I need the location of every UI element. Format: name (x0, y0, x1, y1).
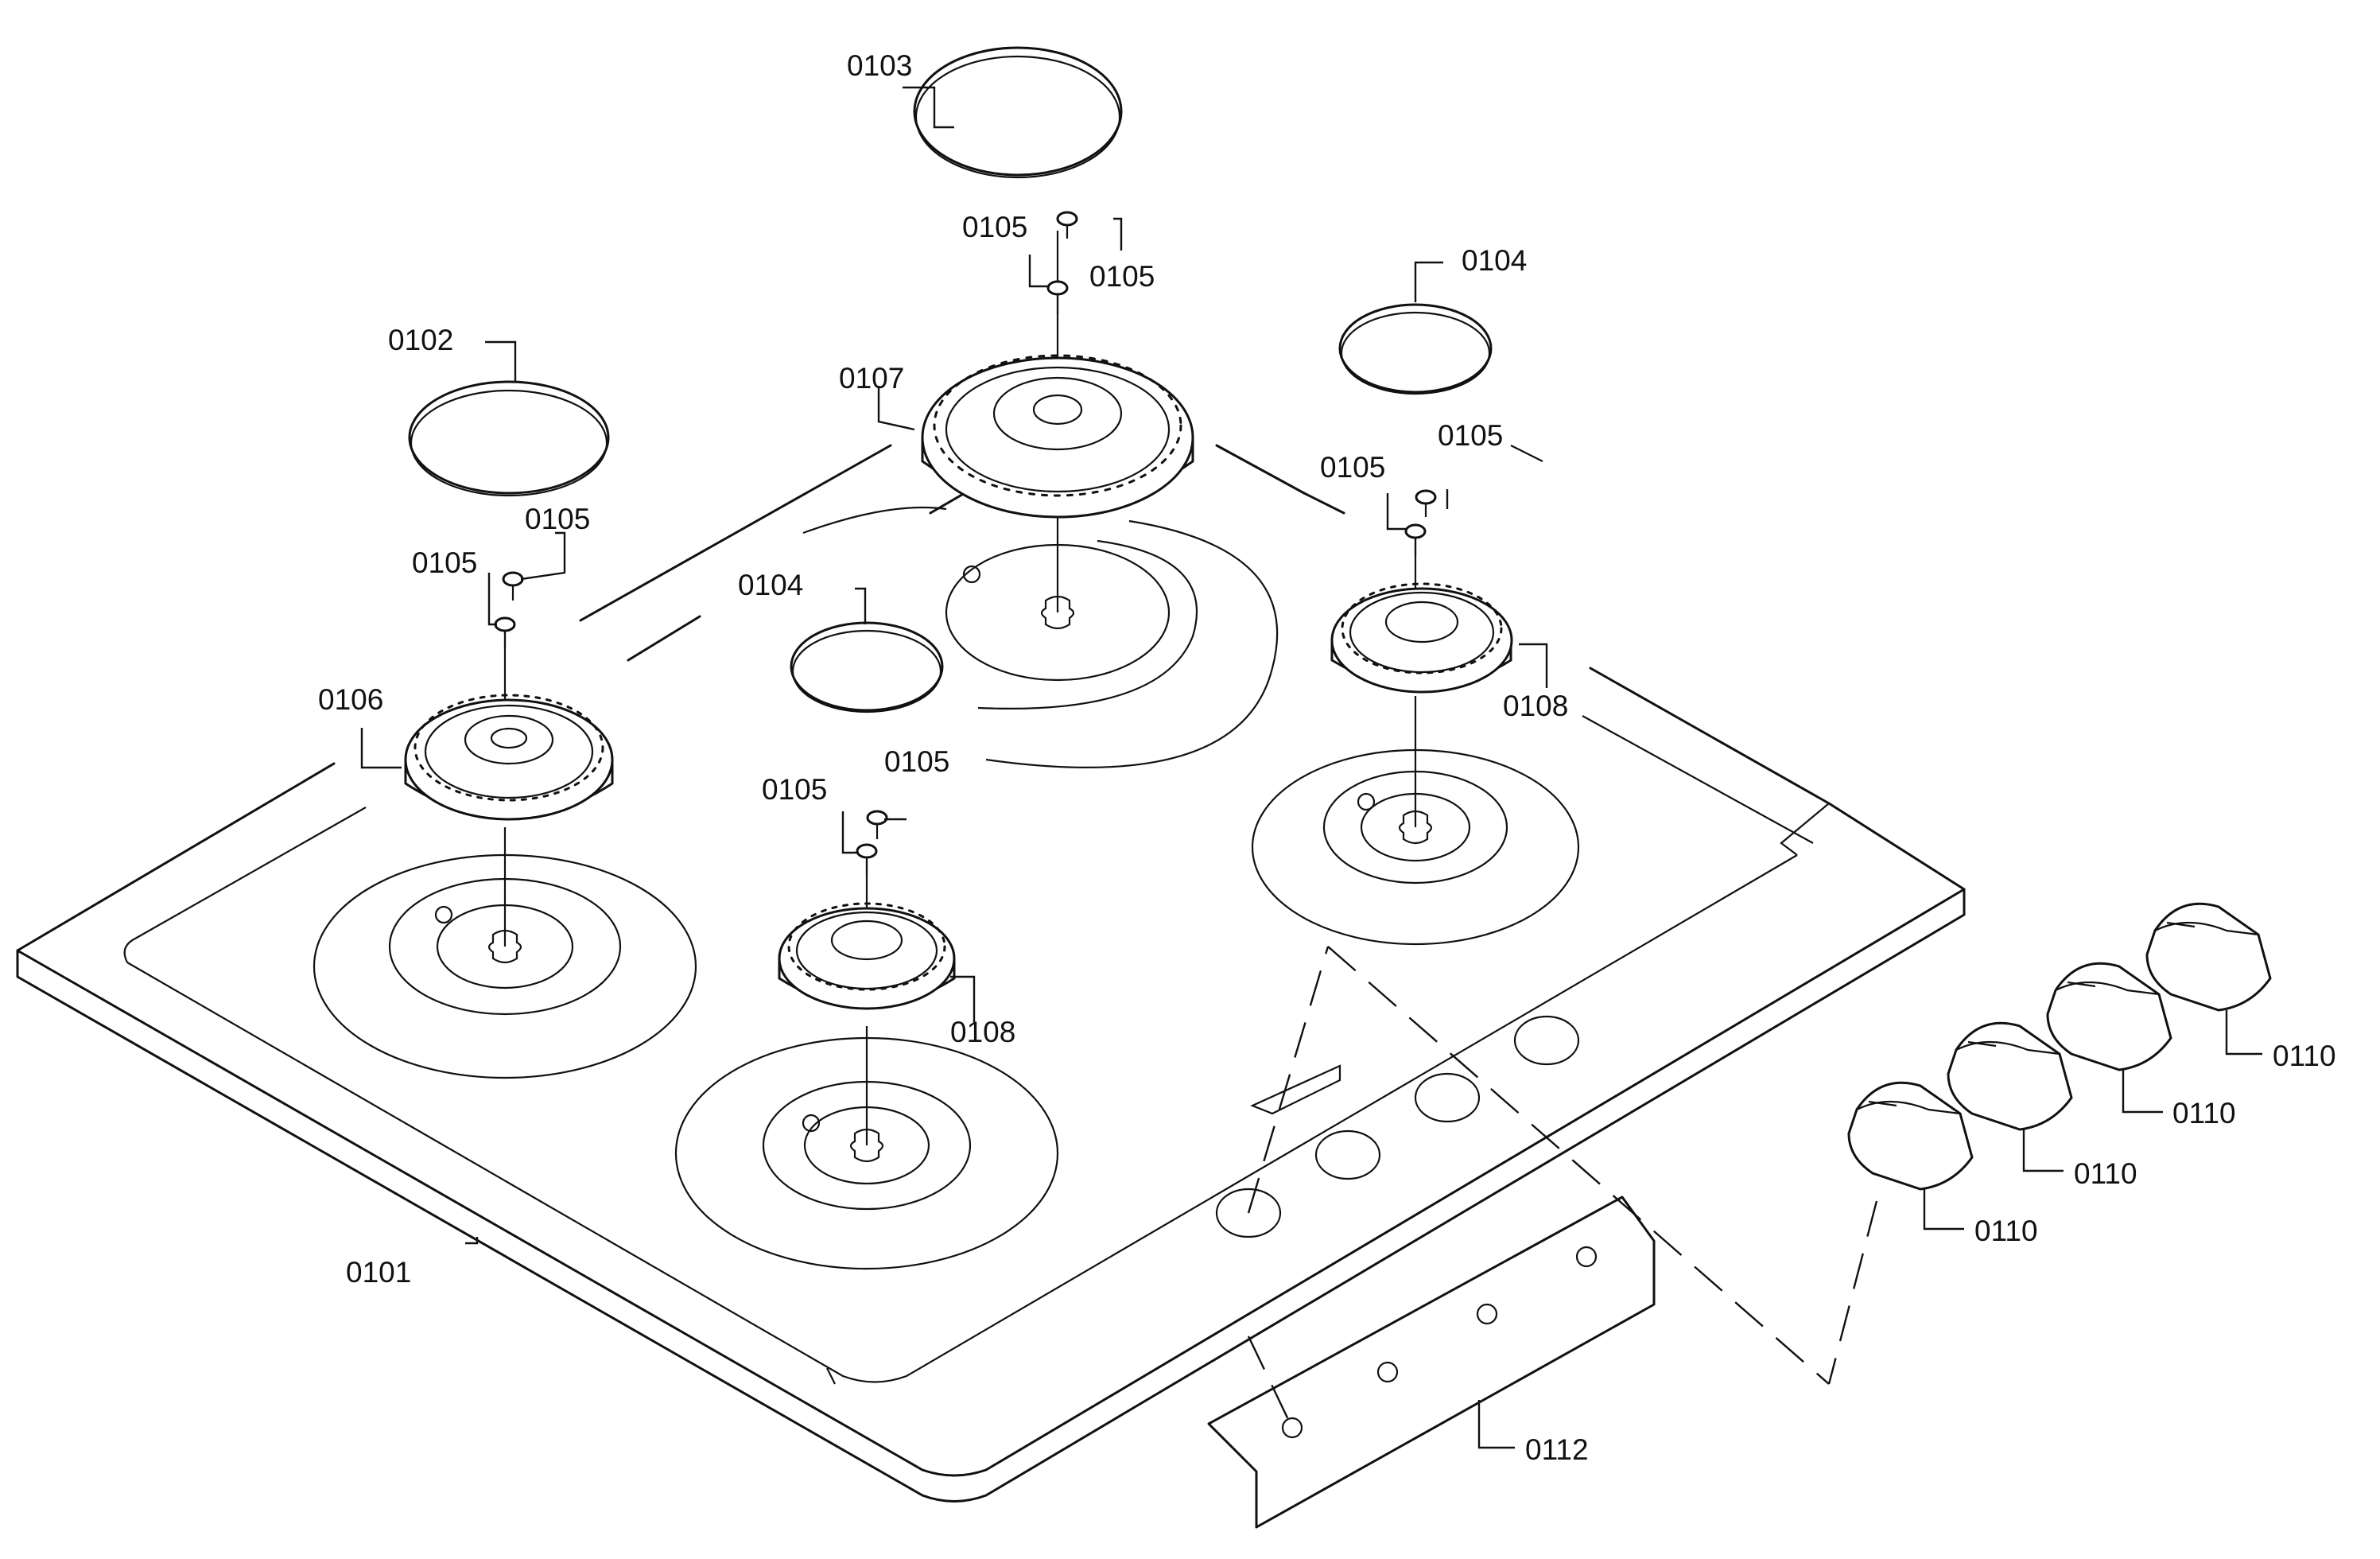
knob-3 (2046, 962, 2172, 1071)
label-cooktop-body: 0101 (346, 1256, 411, 1289)
burner-front (778, 902, 956, 1010)
label-burner-center: 0107 (839, 362, 904, 395)
label-screw-left-a: 0105 (525, 503, 590, 535)
callout-labels: 0103 0105 0105 0104 0102 0107 0104 0105 … (318, 49, 2336, 1466)
knob-4 (2145, 902, 2272, 1012)
burner-right (1330, 582, 1513, 694)
cooktop-body (16, 442, 1966, 1503)
label-cap-left: 0102 (388, 324, 453, 356)
label-screw-right-b: 0105 (1320, 451, 1385, 484)
screw-left-a (502, 571, 524, 601)
screw-center-a (1056, 211, 1078, 239)
label-screw-front-b: 0105 (762, 773, 827, 806)
knob-1 (1847, 1081, 1974, 1191)
burner-center-large (921, 354, 1194, 519)
label-cap-center-large: 0103 (847, 49, 912, 82)
screw-left-b (494, 616, 516, 648)
cap-center-large (913, 46, 1123, 179)
label-burner-right: 0108 (1503, 690, 1568, 722)
label-knob-2: 0110 (2074, 1157, 2137, 1190)
label-screw-right-a: 0105 (1438, 419, 1503, 452)
cap-center-small (790, 621, 944, 713)
label-burner-left: 0106 (318, 683, 383, 716)
assembly-lines (503, 231, 1878, 1429)
label-burner-front: 0108 (950, 1016, 1015, 1048)
burner-left (404, 694, 614, 821)
label-screw-left-b: 0105 (412, 546, 477, 579)
label-screw-center-b: 0105 (1089, 260, 1155, 293)
screw-front-b (856, 843, 878, 875)
screw-right-b (1404, 523, 1427, 557)
label-knob-1: 0110 (1974, 1215, 2038, 1247)
screw-center-b (1046, 280, 1069, 314)
label-cap-center-small: 0104 (738, 569, 803, 601)
label-screw-front-a: 0105 (884, 745, 949, 778)
screw-right-a (1415, 489, 1437, 517)
label-cap-right-top: 0104 (1462, 244, 1527, 277)
control-strip (1207, 1195, 1656, 1529)
knob-holes (1215, 1015, 1580, 1238)
label-knob-4: 0110 (2273, 1040, 2336, 1072)
label-knob-3: 0110 (2172, 1097, 2236, 1129)
screw-front-a (866, 810, 888, 839)
cap-right-top (1338, 303, 1493, 395)
label-screw-center-a: 0105 (962, 211, 1027, 243)
knob-2 (1947, 1021, 2073, 1131)
leader-lines (360, 86, 2262, 1449)
label-control-strip: 0112 (1525, 1433, 1589, 1466)
screws (494, 211, 1437, 875)
cap-left (408, 380, 610, 497)
